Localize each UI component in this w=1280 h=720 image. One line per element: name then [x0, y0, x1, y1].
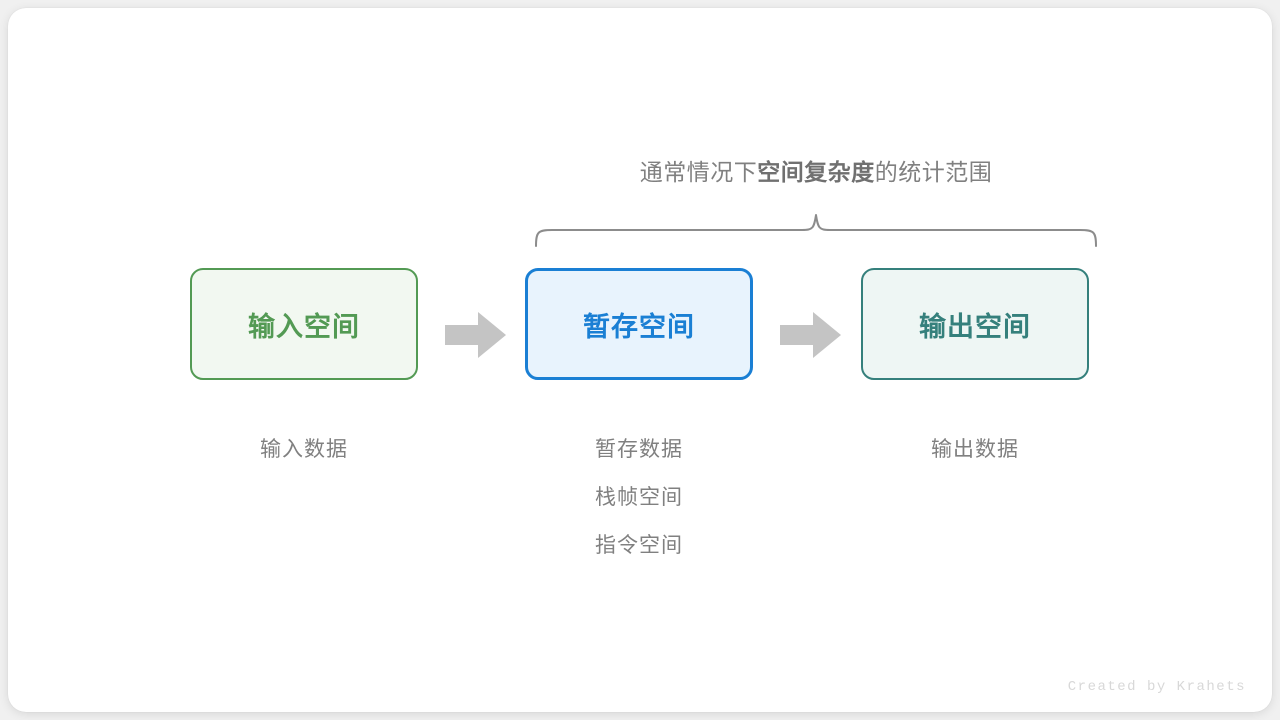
arrow-right-icon	[445, 312, 506, 358]
curly-brace-icon	[535, 214, 1097, 247]
flow-box-input-label: 输入空间	[248, 311, 360, 342]
arrow-right-icon	[780, 312, 841, 358]
brace-caption-emphasis: 空间复杂度	[757, 159, 875, 185]
flow-box-output[interactable]: 输出空间	[861, 268, 1089, 380]
caption-line: 栈帧空间	[595, 486, 683, 509]
flow-box-temp-label: 暂存空间	[583, 311, 695, 342]
flow-box-output-label: 输出空间	[919, 311, 1031, 342]
caption-line: 输入数据	[260, 438, 348, 461]
brace-caption: 通常情况下空间复杂度的统计范围	[476, 153, 1156, 187]
caption-column-temp: 暂存数据 栈帧空间 指令空间	[525, 426, 753, 570]
flow-box-temp[interactable]: 暂存空间	[525, 268, 753, 380]
brace-caption-suffix: 的统计范围	[874, 159, 993, 185]
caption-line: 暂存数据	[595, 438, 683, 461]
caption-line: 指令空间	[595, 534, 683, 557]
caption-line: 输出数据	[931, 438, 1019, 461]
footer-credit: Created by Krahets	[1067, 679, 1246, 695]
caption-column-input: 输入数据	[190, 426, 418, 474]
caption-column-output: 输出数据	[861, 426, 1089, 474]
diagram-card: 通常情况下空间复杂度的统计范围 输入空间 暂存空间 输出空间 输入数据 暂存数据	[8, 8, 1272, 712]
flow-box-input[interactable]: 输入空间	[190, 268, 418, 380]
brace-caption-prefix: 通常情况下	[639, 159, 758, 185]
diagram-stage: 通常情况下空间复杂度的统计范围 输入空间 暂存空间 输出空间 输入数据 暂存数据	[8, 8, 1272, 712]
